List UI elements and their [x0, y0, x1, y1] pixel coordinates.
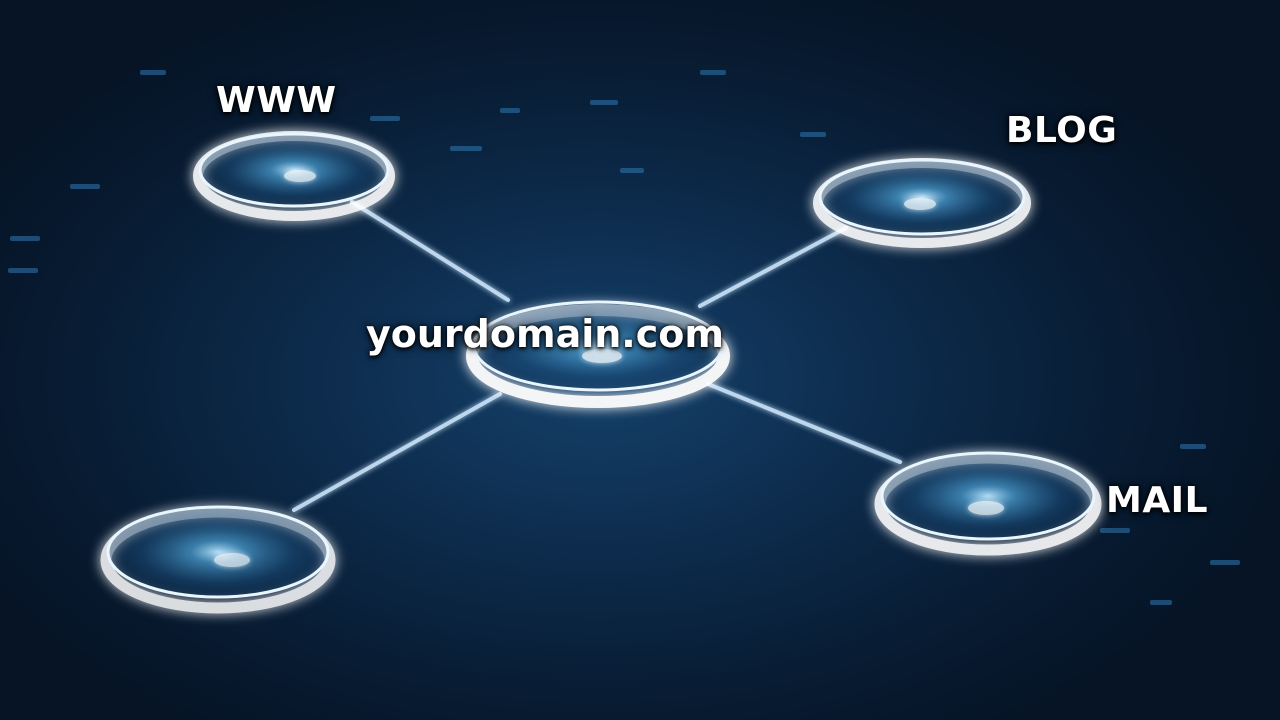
node-center-disc — [466, 300, 730, 408]
node-label-mail: MAIL — [1106, 480, 1209, 521]
connector-lines — [292, 200, 902, 512]
background-data-dashes — [8, 70, 1240, 605]
node-unlabeled-disc — [100, 505, 336, 614]
connector-blog — [698, 226, 848, 308]
connector-mail — [706, 382, 902, 464]
node-label-center: yourdomain.com — [366, 312, 724, 356]
node-label-blog: BLOG — [1006, 110, 1118, 151]
node-blog-disc — [813, 158, 1031, 248]
node-label-www: WWW — [216, 80, 337, 121]
node-www-disc — [193, 131, 395, 221]
node-mail-disc — [874, 451, 1102, 556]
connector-bottom-left — [292, 392, 502, 512]
connector-www — [350, 200, 510, 302]
